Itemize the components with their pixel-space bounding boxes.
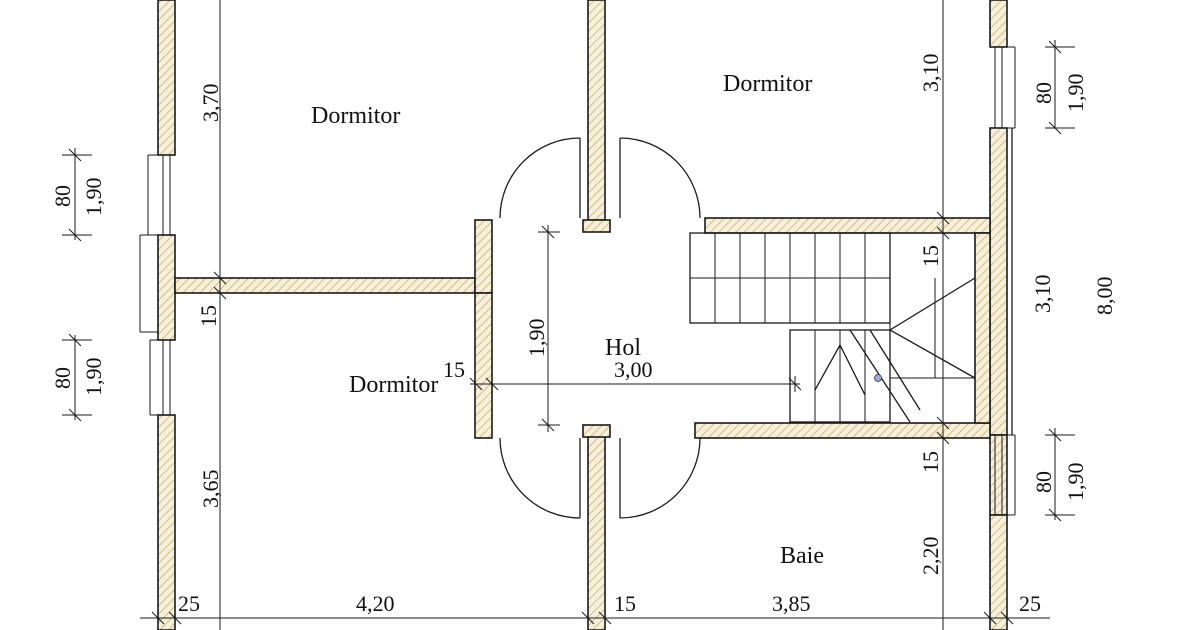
door-left-ext	[139, 234, 158, 333]
room-dormitor-top-left: Dormitor	[311, 103, 400, 129]
dim-310-right: 3,10	[1030, 275, 1055, 314]
window-right-bottom	[990, 434, 1016, 516]
door-swings	[499, 137, 701, 519]
dim-800: 8,00	[1092, 277, 1117, 316]
dim-190-left-top: 1,90	[81, 178, 106, 217]
wall-right-upper	[989, 0, 1008, 48]
wall-stair-bottom	[694, 422, 991, 439]
wall-left-middle	[157, 234, 176, 341]
dim-15-hol: 15	[443, 357, 465, 382]
dim-80-left-bottom: 80	[50, 367, 75, 389]
dim-25-left: 25	[178, 591, 200, 616]
door-arc-bottom-right	[619, 437, 701, 519]
wall-center-top	[587, 0, 606, 221]
dim-15-left: 15	[196, 305, 221, 327]
dim-25-right: 25	[1019, 591, 1041, 616]
dim-190-left-bottom: 1,90	[81, 358, 106, 397]
door-arc-top-left	[499, 137, 581, 219]
dim-15-stair-bottom: 15	[918, 451, 943, 473]
dim-80-right-top: 80	[1031, 82, 1056, 104]
exterior-walls	[157, 0, 1008, 630]
interior-walls	[174, 0, 991, 630]
room-baie: Baie	[780, 543, 824, 569]
dim-15-stair-top: 15	[918, 245, 943, 267]
window-left-top	[147, 154, 175, 236]
wall-stair-right	[974, 232, 991, 424]
stair-marker-icon	[874, 374, 882, 382]
room-labels: Dormitor Dormitor Dormitor Hol Baie	[311, 71, 824, 569]
dim-385: 3,85	[772, 591, 811, 616]
wall-center-bottom-stub	[582, 424, 611, 438]
wall-right-lower	[989, 434, 1008, 516]
wall-right-middle	[989, 127, 1008, 436]
door-arc-bottom-left	[499, 437, 581, 519]
dim-310-top: 3,10	[918, 54, 943, 93]
dimension-lines	[62, 0, 1075, 630]
dim-370: 3,70	[198, 84, 223, 123]
dimension-labels: 3,70 3,10 80 1,90 80 1,90 15 1,90 80 1,9…	[50, 54, 1117, 617]
wall-center-top-stub	[582, 219, 611, 233]
dim-80-right-bottom: 80	[1031, 471, 1056, 493]
dim-300: 3,00	[614, 357, 653, 382]
dim-220: 2,20	[918, 537, 943, 576]
dim-365: 3,65	[198, 470, 223, 509]
wall-right-bottom	[989, 514, 1008, 630]
dim-420: 4,20	[356, 591, 395, 616]
windows	[139, 46, 1016, 516]
wall-left-lower	[157, 414, 176, 630]
dim-80-left-top: 80	[50, 185, 75, 207]
dim-190-right-top: 1,90	[1063, 74, 1088, 113]
window-left-bottom	[149, 339, 175, 416]
dim-15-bottom: 15	[614, 591, 636, 616]
room-dormitor-top-right: Dormitor	[723, 71, 812, 97]
room-dormitor-bottom-left: Dormitor	[349, 372, 438, 398]
wall-hol-left-lower	[474, 292, 493, 439]
dim-190-hol: 1,90	[524, 319, 549, 358]
door-arc-top-right	[619, 137, 701, 219]
wall-left-upper	[157, 0, 176, 156]
window-right-top	[990, 46, 1016, 129]
staircase	[689, 232, 976, 423]
dim-190-right-bottom: 1,90	[1063, 463, 1088, 502]
wall-hol-left-upper	[474, 219, 493, 294]
wall-center-bottom	[587, 429, 606, 630]
room-hol: Hol	[605, 335, 641, 361]
wall-stair-top	[704, 217, 991, 234]
